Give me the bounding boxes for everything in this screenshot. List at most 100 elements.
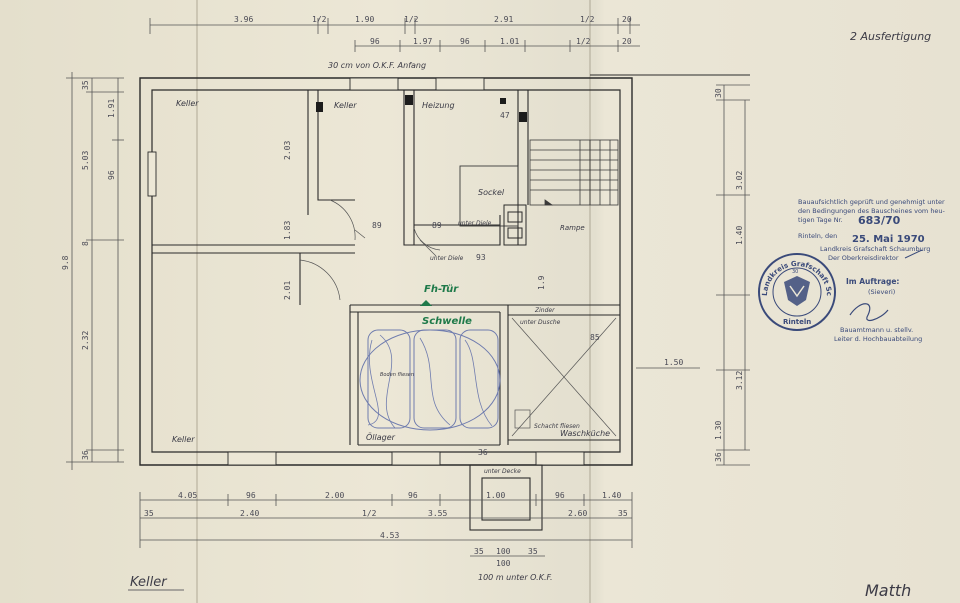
dim-top-12: 1/2 <box>576 37 591 46</box>
bottom-dimension-lines <box>139 492 633 557</box>
dim-bottom-2: 96 <box>246 491 256 500</box>
stamp-authority: Landkreis Grafschaft Schaumburg <box>820 245 930 253</box>
stamp-signature <box>849 303 889 322</box>
right-dimension-lines <box>636 84 750 466</box>
oil-tanks <box>359 329 501 431</box>
dim-bottom-13: 35 <box>618 509 628 518</box>
dim-inner-8: 85 <box>590 333 600 342</box>
stamp-check-mark <box>904 249 923 259</box>
room-label-waschkueche: Waschküche <box>560 429 610 438</box>
stamp-line-3: tigen Tage Nr. <box>798 216 843 224</box>
staircase <box>529 139 619 206</box>
copy-mark: 2 Ausfertigung <box>850 30 931 43</box>
plan-title: Keller <box>130 575 168 590</box>
dim-right-7: 1.50 <box>664 358 683 367</box>
dim-top-11: 1.01 <box>500 37 519 46</box>
room-label-keller-sw: Keller <box>172 435 195 444</box>
dim-inner-5: 2.01 <box>283 281 292 300</box>
dim-bottom-10: 1/2 <box>362 509 377 518</box>
dim-bottom-7: 1.40 <box>602 491 621 500</box>
internal-walls <box>152 90 620 446</box>
window-left <box>147 151 157 197</box>
green-label-threshold: Schwelle <box>422 316 472 327</box>
dim-right-6: 36 <box>714 452 723 462</box>
washroom-cross <box>511 317 617 437</box>
stamp-line-1: Bauaufsichtlich geprüft und genehmigt un… <box>798 198 945 206</box>
stamp-title-2: Leiter d. Hochbauabteilung <box>834 335 922 343</box>
signature: Matth <box>865 581 911 600</box>
room-label-boden: Boden fliesen <box>380 372 414 378</box>
round-seal: Landkreis Grafschaft Schaumburg Rinteln … <box>0 0 836 331</box>
dim-inner-9: 36 <box>478 448 488 457</box>
dim-left-1: 35 <box>81 80 90 90</box>
top-dimension-lines <box>149 18 640 52</box>
approval-stamp: Bauaufsichtlich geprüft und genehmigt un… <box>798 198 946 343</box>
dim-lightwell-4: 100 <box>496 559 511 568</box>
room-label-heizung: Heizung <box>422 101 455 110</box>
note-bottom: 100 m unter O.K.F. <box>478 573 553 582</box>
room-label-sockel: Sockel <box>478 188 505 197</box>
room-label-lichtschacht: unter Decke <box>484 468 521 475</box>
left-dimension-lines <box>66 72 124 470</box>
dim-inner-10: 47 <box>500 111 510 120</box>
dim-bottom-5: 1.00 <box>486 491 505 500</box>
dim-right-4: 3.12 <box>735 371 744 390</box>
room-label-zinder: Zinder <box>534 307 555 314</box>
dim-bottom-6: 96 <box>555 491 565 500</box>
seal-number: 30 <box>792 269 798 275</box>
columns <box>316 95 527 122</box>
room-label-unter-diele-2: unter Diele <box>458 220 492 227</box>
dim-inner-6: 1.9 <box>537 275 546 290</box>
dim-top-6: 1/2 <box>580 15 595 24</box>
dim-right-1: 30 <box>714 88 723 98</box>
room-label-unter-diele: unter Diele <box>430 255 464 262</box>
seal-bottom-text: Rinteln <box>783 318 811 326</box>
dim-bottom-8: 35 <box>144 509 154 518</box>
stamp-on-behalf: Im Auftrage: <box>846 277 899 286</box>
sockel-box <box>459 165 519 227</box>
room-label-rampe: Rampe <box>560 224 585 232</box>
windows-top <box>349 77 485 91</box>
dim-bottom-12: 2.60 <box>568 509 587 518</box>
stamp-signer: (Sieveri) <box>868 288 895 296</box>
room-label-keller-mid: Keller <box>334 101 357 110</box>
stamp-place: Rinteln, den <box>798 232 837 240</box>
dim-top-1: 3.96 <box>234 15 253 24</box>
dim-left-4: 96 <box>107 170 116 180</box>
room-label-unter-dusche: unter Dusche <box>520 319 561 326</box>
green-label-door: Fh-Tür <box>424 284 459 295</box>
paper-fold <box>589 0 591 603</box>
dim-bottom-3: 2.00 <box>325 491 344 500</box>
dim-top-13: 20 <box>622 37 632 46</box>
dim-bottom-11: 3.55 <box>428 509 447 518</box>
stamp-date: 25. Mai 1970 <box>852 234 925 245</box>
dim-top-5: 2.91 <box>494 15 513 24</box>
dim-top-10: 96 <box>460 37 470 46</box>
outer-walls <box>139 74 750 466</box>
green-arrow-icon <box>420 300 432 306</box>
dim-lightwell-2: 100 <box>496 547 511 556</box>
dim-right-3: 1.40 <box>735 226 744 245</box>
dim-top-3: 1.90 <box>355 15 374 24</box>
dim-right-2: 3.02 <box>735 171 744 190</box>
dim-left-5: 8 <box>81 241 90 246</box>
dim-left-2: 1.91 <box>107 99 116 118</box>
stamp-number: 683/70 <box>858 214 901 227</box>
room-label-keller-nw: Keller <box>176 99 199 108</box>
dim-inner-3: 89 <box>372 221 382 230</box>
dim-inner-1: 2.03 <box>283 141 292 160</box>
dim-left-7: 36 <box>81 450 90 460</box>
windows-bottom <box>227 451 585 466</box>
door-swings <box>299 199 441 301</box>
dim-top-8: 96 <box>370 37 380 46</box>
dim-bottom-9: 2.40 <box>240 509 259 518</box>
dim-top-7: 20 <box>622 15 632 24</box>
dim-inner-4: 89 <box>432 221 442 230</box>
room-label-oellager: Öllager <box>366 432 396 442</box>
dim-total: 4.53 <box>380 531 399 540</box>
dim-lightwell-3: 35 <box>528 547 538 556</box>
room-label-schacht: Schacht fliesen <box>534 423 580 430</box>
dim-inner-2: 1.83 <box>283 221 292 240</box>
dim-top-9: 1.97 <box>413 37 432 46</box>
